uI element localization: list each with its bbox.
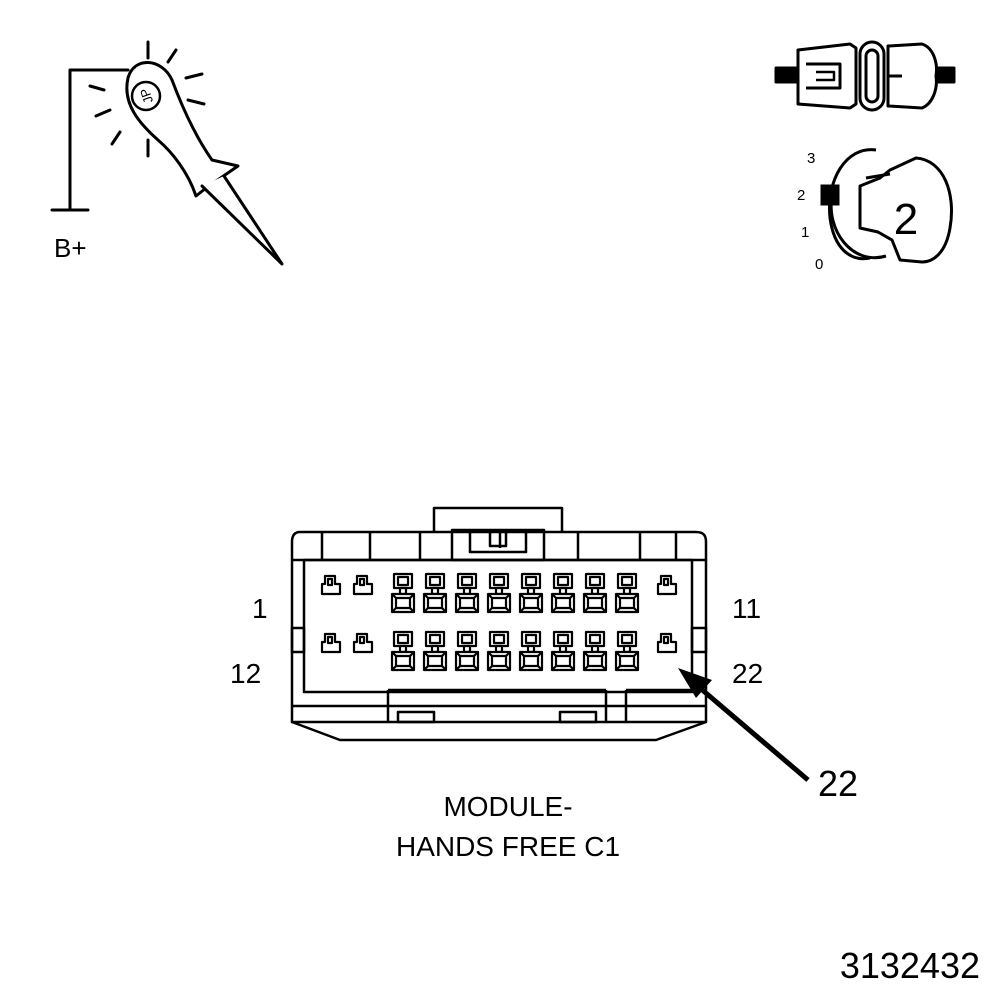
ignition-position-1: 1 <box>801 224 809 241</box>
pin-cavity <box>550 572 576 614</box>
pin-cavity <box>390 572 416 614</box>
pin-label-22: 22 <box>732 658 763 689</box>
supply-label: B+ <box>54 233 87 263</box>
pin-label-12: 12 <box>230 658 261 689</box>
pin-cavity <box>422 572 448 614</box>
pin-cavity <box>518 630 544 672</box>
pin-cavity-small <box>352 632 374 654</box>
connector-title-line2: HANDS FREE C1 <box>396 831 620 862</box>
pin-label-11: 11 <box>732 593 761 624</box>
pin-cavity-small <box>320 574 342 596</box>
pin-cavity-small <box>656 574 678 596</box>
pin-cavity <box>518 572 544 614</box>
ignition-position-0: 0 <box>815 256 823 273</box>
pin-cavity <box>486 572 512 614</box>
pin-cavity-small <box>352 574 374 596</box>
pin-label-1: 1 <box>252 593 268 624</box>
pin-cavity <box>486 630 512 672</box>
probe-logo: JP <box>137 86 156 105</box>
pin-cavity <box>422 630 448 672</box>
pin-cavity-small <box>320 632 342 654</box>
pin-cavity <box>614 572 640 614</box>
selected-position-marker <box>820 184 840 206</box>
pin-cavity <box>582 630 608 672</box>
pin-cavity <box>582 572 608 614</box>
callout-arrow <box>678 668 810 782</box>
connector-face <box>290 506 708 742</box>
pin-cavity <box>390 630 416 672</box>
connector-title-line1: MODULE- <box>443 791 572 822</box>
key-icon <box>858 156 953 264</box>
ignition-switch-icon <box>820 148 887 261</box>
figure-id: 3132432 <box>840 945 980 986</box>
pin-cavity <box>614 630 640 672</box>
test-light-probe-icon: JP <box>50 40 284 266</box>
callout-pin-label: 22 <box>818 763 858 804</box>
pin-cavity <box>454 630 480 672</box>
pin-cavity <box>550 630 576 672</box>
jumper-connector-icon <box>774 40 956 112</box>
pin-cavity-small <box>656 632 678 654</box>
connector-pins <box>320 572 678 672</box>
key-position-label: 2 <box>894 195 918 244</box>
ignition-position-2: 2 <box>797 187 805 204</box>
pin-cavity <box>454 572 480 614</box>
ignition-position-3: 3 <box>807 150 815 167</box>
